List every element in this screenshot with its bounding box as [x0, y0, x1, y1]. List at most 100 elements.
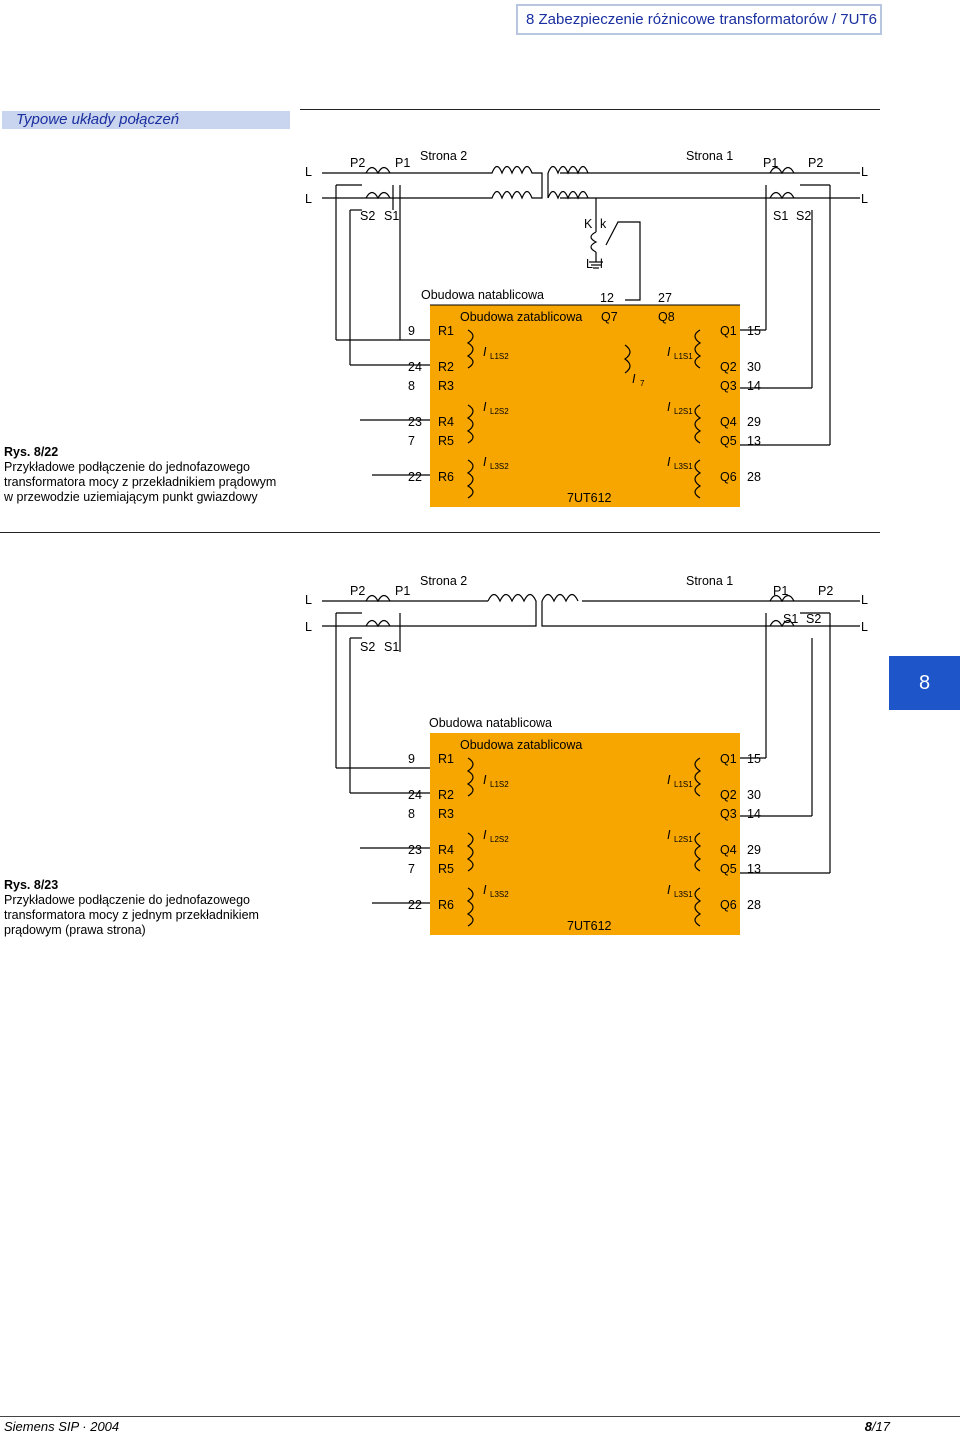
current-label-right: I [667, 773, 671, 787]
pin-left: R6 [438, 470, 454, 484]
label-L1-right: L [861, 165, 868, 179]
label-P1-right: P1 [773, 584, 788, 598]
device-body-7ut612 [430, 305, 740, 507]
label-L3-right: L [861, 192, 868, 206]
pin-left: R2 [438, 360, 454, 374]
figure-caption-line: Przykładowe podłączenie do jednofazowego [4, 893, 250, 907]
label-S2: S2 [360, 640, 375, 654]
divider-line [300, 109, 880, 110]
terminal-right: 29 [747, 843, 761, 857]
label-k: k [600, 217, 607, 231]
label-K: K [584, 217, 593, 231]
terminal-right: 30 [747, 360, 761, 374]
pin-left: R5 [438, 862, 454, 876]
current-label-left-sub: L2S2 [490, 835, 509, 844]
label-side2: Strona 2 [420, 574, 467, 588]
pin-Q7: Q7 [601, 310, 618, 324]
label-panel-mount: Obudowa natablicowa [429, 716, 552, 730]
label-flush-mount: Obudowa zatablicowa [460, 310, 582, 324]
label-side2: Strona 2 [420, 149, 467, 163]
current-label-right-sub: L2S1 [674, 835, 693, 844]
label-side1: Strona 1 [686, 149, 733, 163]
current-label-right: I [667, 883, 671, 897]
footer-page: 8 [864, 1419, 872, 1434]
page-footer: Siemens SIP · 2004 8/17 [0, 1416, 960, 1434]
label-L1-right: L [861, 593, 868, 607]
terminal-left: 22 [408, 470, 422, 484]
pin-right: Q1 [720, 324, 737, 338]
label-P2-right: P2 [808, 156, 823, 170]
figure-caption-line: Przykładowe podłączenie do jednofazowego [4, 460, 250, 474]
pin-left: R5 [438, 434, 454, 448]
current-label-right: I [667, 455, 671, 469]
terminal-left: 7 [408, 862, 415, 876]
device-body-7ut612 [430, 733, 740, 935]
wiring-diagram-2: Obudowa natablicowa Obudowa zatablicowa … [305, 574, 868, 935]
current-label-right-sub: L3S1 [674, 890, 693, 899]
label-S2-right: S2 [806, 612, 821, 626]
figure-caption-1: Rys. 8/22 Przykładowe podłączenie do jed… [4, 445, 276, 505]
terminal-27: 27 [658, 291, 672, 305]
figure-caption-2: Rys. 8/23 Przykładowe podłączenie do jed… [4, 878, 259, 938]
current-label-left: I [483, 400, 487, 414]
pin-left: R3 [438, 807, 454, 821]
footer-page-number: 8/17 [865, 1419, 890, 1434]
figure-caption-line: prądowym (prawa strona) [4, 923, 146, 937]
current-label-right-sub: L3S1 [674, 462, 693, 471]
terminal-right: 29 [747, 415, 761, 429]
current-label-left: I [483, 883, 487, 897]
label-I7: I [632, 372, 636, 386]
label-I7-sub: 7 [640, 379, 645, 388]
current-label-right-sub: L1S1 [674, 352, 693, 361]
terminal-left: 23 [408, 415, 422, 429]
footer-page-total: /17 [871, 1419, 890, 1434]
pin-right: Q6 [720, 470, 737, 484]
terminal-right: 15 [747, 324, 761, 338]
current-label-left-sub: L3S2 [490, 890, 509, 899]
terminal-left: 9 [408, 324, 415, 338]
terminal-right: 28 [747, 898, 761, 912]
label-P2-right: P2 [818, 584, 833, 598]
terminal-right: 14 [747, 807, 761, 821]
terminal-left: 24 [408, 788, 422, 802]
label-S1: S1 [384, 209, 399, 223]
current-label-left-sub: L3S2 [490, 462, 509, 471]
current-label-right: I [667, 345, 671, 359]
section-title: Typowe układy połączeń [2, 111, 290, 129]
pin-right: Q3 [720, 379, 737, 393]
label-L3: L [305, 620, 312, 634]
current-label-right: I [667, 400, 671, 414]
current-label-right-sub: L2S1 [674, 407, 693, 416]
label-l: l [600, 257, 603, 271]
figure-caption-number: Rys. 8/22 [4, 445, 59, 459]
current-label-left-sub: L1S2 [490, 352, 509, 361]
pin-right: Q2 [720, 788, 737, 802]
label-P1-right: P1 [763, 156, 778, 170]
label-P1: P1 [395, 584, 410, 598]
terminal-right: 30 [747, 788, 761, 802]
wiring-diagram-1: Obudowa natablicowa Obudowa zatablicowa … [305, 149, 868, 507]
terminal-left: 23 [408, 843, 422, 857]
terminal-left: 24 [408, 360, 422, 374]
label-L: L [586, 257, 593, 271]
current-label-left: I [483, 828, 487, 842]
pin-left: R4 [438, 415, 454, 429]
pin-left: R2 [438, 788, 454, 802]
pin-right: Q1 [720, 752, 737, 766]
label-P2: P2 [350, 584, 365, 598]
label-S1-right: S1 [783, 612, 798, 626]
current-label-right: I [667, 828, 671, 842]
footer-publication: Siemens SIP · 2004 [4, 1419, 120, 1434]
label-P1: P1 [395, 156, 410, 170]
current-label-left: I [483, 345, 487, 359]
pin-right: Q2 [720, 360, 737, 374]
terminal-right: 15 [747, 752, 761, 766]
label-flush-mount: Obudowa zatablicowa [460, 738, 582, 752]
label-L1: L [305, 593, 312, 607]
figure-caption-line: transformatora mocy z przekładnikiem prą… [4, 475, 277, 489]
pin-left: R3 [438, 379, 454, 393]
pin-right: Q4 [720, 415, 737, 429]
figure-caption-line: w przewodzie uziemiającym punkt gwiazdow… [4, 490, 258, 504]
pin-right: Q4 [720, 843, 737, 857]
label-P2: P2 [350, 156, 365, 170]
